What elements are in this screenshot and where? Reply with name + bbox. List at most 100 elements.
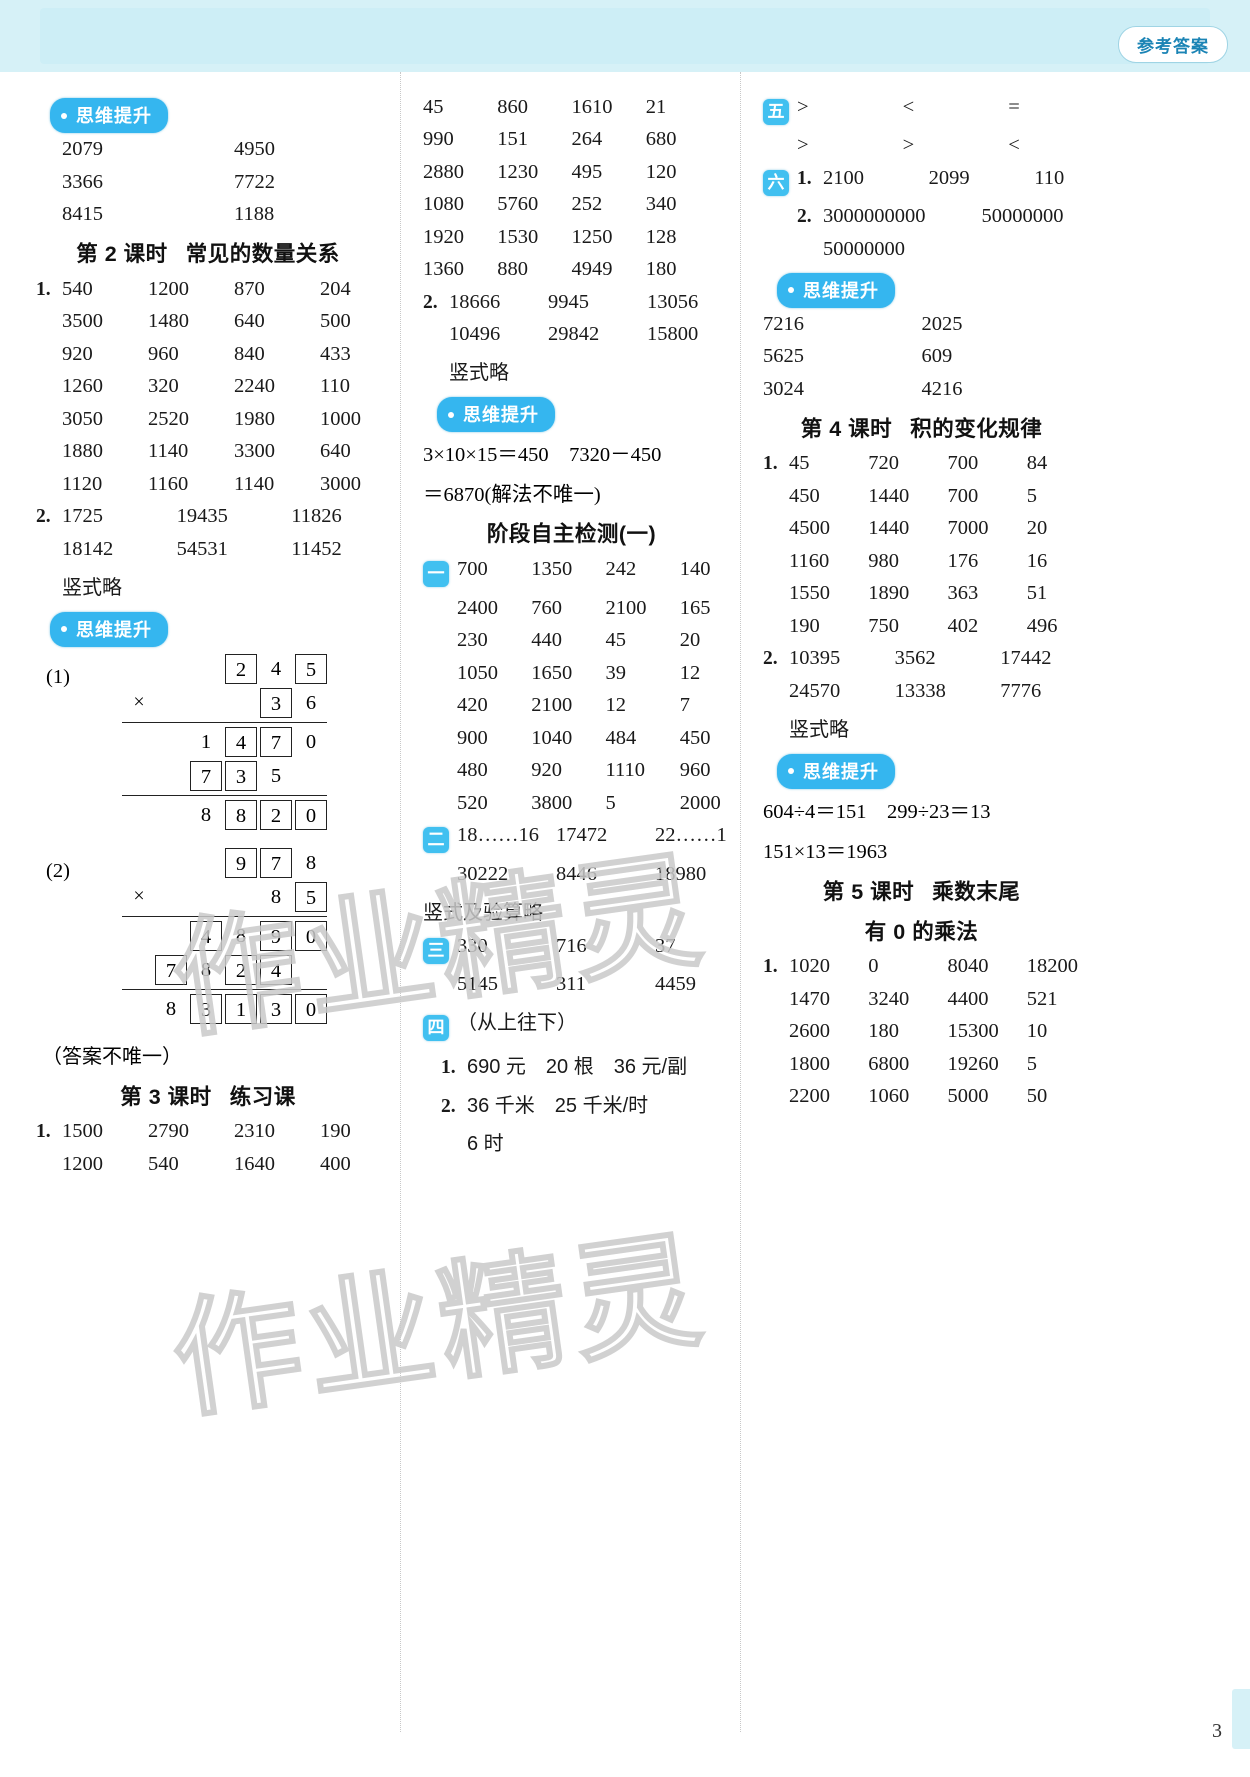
answer-cell: 3000 — [320, 472, 361, 495]
answer-cell: 1480 — [148, 310, 189, 332]
vcalc-rule — [122, 794, 327, 796]
answer-cell: 17472 — [555, 824, 608, 846]
digit-cell[interactable]: 3 — [260, 993, 292, 1024]
answer-cell: 1200 — [148, 277, 189, 300]
c2-section-4: 四 （从上往下） 1. 690 元 20 根 36 元/副 2. 36 千米 2… — [423, 1006, 720, 1157]
answer-cell: 1500 — [62, 1120, 103, 1142]
digit-cell[interactable]: 0 — [295, 993, 327, 1024]
lesson-5-title-line2: 有 0 的乘法 — [864, 919, 979, 944]
answer-cell: 363 — [947, 582, 979, 604]
c1-q1: 1. 540 1200 870 204 1. 3500 1480 640 500… — [36, 278, 380, 496]
digit-cell[interactable]: 1 — [225, 993, 257, 1024]
vertical-check-omitted-note: 竖式及验算略 — [423, 901, 543, 924]
answer-row: 2. 18666 9945 13056 — [423, 291, 720, 314]
digit-cell[interactable]: 7 — [260, 726, 292, 757]
vcalc-rule — [122, 988, 327, 990]
digit-cell[interactable]: 5 — [295, 653, 327, 684]
column-middle: 45 860 1610 21 990 151 264 680 2880 1230… — [400, 72, 730, 1732]
digit-cell[interactable]: 2 — [225, 954, 257, 985]
digit-cell[interactable]: 0 — [295, 799, 327, 830]
answer-row: 1. 2200 1060 5000 50 — [763, 1085, 1080, 1108]
thinking-pill-3: 思维提升 — [436, 397, 720, 432]
answer-cell: 1260 — [62, 375, 103, 397]
answer-cell: 45 — [789, 452, 810, 474]
answer-row: 1. 920 960 840 433 — [36, 343, 380, 366]
vcalc-multiplier-row: × 3 6 — [122, 686, 327, 720]
thinking-pill-label: 思维提升 — [50, 98, 168, 133]
answer-cell: 7000 — [947, 517, 989, 539]
answer-cell: 320 — [148, 375, 179, 397]
answer-cell: 21 — [645, 95, 667, 118]
digit-cell[interactable]: 4 — [260, 954, 292, 985]
answer-cell: 190 — [789, 614, 820, 637]
answer-cell: 50000000 — [823, 237, 905, 260]
digit-cell[interactable]: 7 — [260, 847, 292, 878]
digit-cell[interactable]: 2 — [225, 653, 257, 684]
digit-cell[interactable]: 7 — [155, 954, 187, 985]
answer-row: 1. 1120 1160 1140 3000 — [36, 473, 380, 496]
c1-q2: 2. 1725 19435 11826 2. 18142 54531 11452… — [36, 505, 380, 600]
answer-cell: 1060 — [868, 1085, 910, 1107]
answer-cell: 3366 — [62, 170, 103, 193]
vertical-omitted-note: 竖式略 — [449, 362, 509, 384]
answer-cell: 128 — [645, 225, 677, 248]
digit-cell[interactable]: 9 — [260, 920, 292, 951]
answer-cell: 204 — [320, 277, 351, 300]
answer-cell: 700 — [457, 558, 488, 580]
answer-cell: 716 — [555, 934, 587, 957]
answer-cell: 4950 — [234, 138, 275, 160]
answer-page: 思维提升 1. 2079 4950 1. 3366 7722 1. 8415 1… — [0, 72, 1250, 1777]
answer-cell: 330 — [457, 934, 488, 957]
answer-row: 1. 1800 6800 19260 5 — [763, 1053, 1080, 1076]
digit-cell: 8 — [200, 803, 212, 826]
answer-cell: 51 — [1026, 582, 1048, 604]
answer-cell: 12 — [605, 694, 627, 716]
section-chip-6: 六 — [763, 169, 789, 196]
answer-row: 1. 1470 3240 4400 521 — [763, 988, 1080, 1011]
answer-cell: 700 — [947, 452, 979, 474]
vcalc-rule — [122, 721, 327, 723]
c3-section-6: 六 1. 2100 2099 110 2. 3000000000 5000000… — [763, 167, 1080, 261]
answer-row: 520 3800 5 2000 — [423, 792, 721, 815]
answer-cell: 980 — [868, 549, 899, 572]
answer-cell: 690 元 20 根 36 元/副 — [467, 1056, 688, 1078]
thinking-pill-4: 思维提升 — [776, 272, 1080, 308]
digit-cell[interactable]: 3 — [260, 687, 292, 718]
digit-cell[interactable]: 0 — [295, 920, 327, 951]
answer-row: 900 1040 484 450 — [423, 727, 720, 750]
question-number: 1. — [763, 453, 778, 474]
answer-row: 2. 1725 19435 11826 — [36, 505, 380, 528]
answer-cell: 540 — [62, 277, 93, 300]
digit-cell[interactable]: 9 — [225, 847, 257, 878]
answer-cell: 495 — [571, 160, 603, 183]
digit-cell[interactable]: 8 — [225, 799, 257, 830]
answer-cell: 1350 — [531, 558, 573, 580]
answer-row: 五 > < = — [763, 96, 1080, 125]
digit-cell[interactable]: 3 — [225, 760, 257, 791]
digit-cell[interactable]: 3 — [190, 993, 222, 1024]
answer-cell: 252 — [571, 193, 603, 215]
answer-row: > > < — [763, 134, 1080, 157]
answer-cell: 1200 — [62, 1152, 103, 1175]
answer-cell: 1160 — [148, 472, 189, 495]
answer-cell: 720 — [868, 452, 899, 474]
lesson-5-prefix: 第 5 课时 — [822, 879, 915, 904]
question-number: 1. — [763, 956, 778, 977]
digit-cell[interactable]: 4 — [190, 920, 222, 951]
digit-cell[interactable]: 5 — [295, 881, 327, 912]
digit-cell[interactable]: 2 — [260, 799, 292, 830]
vcalc-2-body: 9 7 8 × 8 5 4 8 9 0 7 8 — [122, 846, 327, 1026]
column-right: 五 > < = > > < 六 1. 2100 2099 110 — [740, 72, 1090, 1732]
answer-cell: 1230 — [497, 160, 539, 183]
digit-cell: 8 — [305, 851, 317, 874]
answer-cell: 5145 — [457, 973, 498, 995]
answer-row: 一 700 1350 242 140 — [423, 558, 720, 587]
digit-cell[interactable]: 7 — [190, 760, 222, 791]
digit-cell[interactable]: 4 — [225, 726, 257, 757]
answer-cell: 54531 — [176, 537, 228, 560]
answer-cell: 18142 — [62, 537, 114, 560]
answer-row: 1. 690 元 20 根 36 元/副 — [441, 1050, 720, 1079]
answer-cell: 4400 — [947, 987, 989, 1010]
answer-row: 45 860 1610 21 — [423, 96, 720, 119]
question-number: 2. — [797, 206, 812, 227]
